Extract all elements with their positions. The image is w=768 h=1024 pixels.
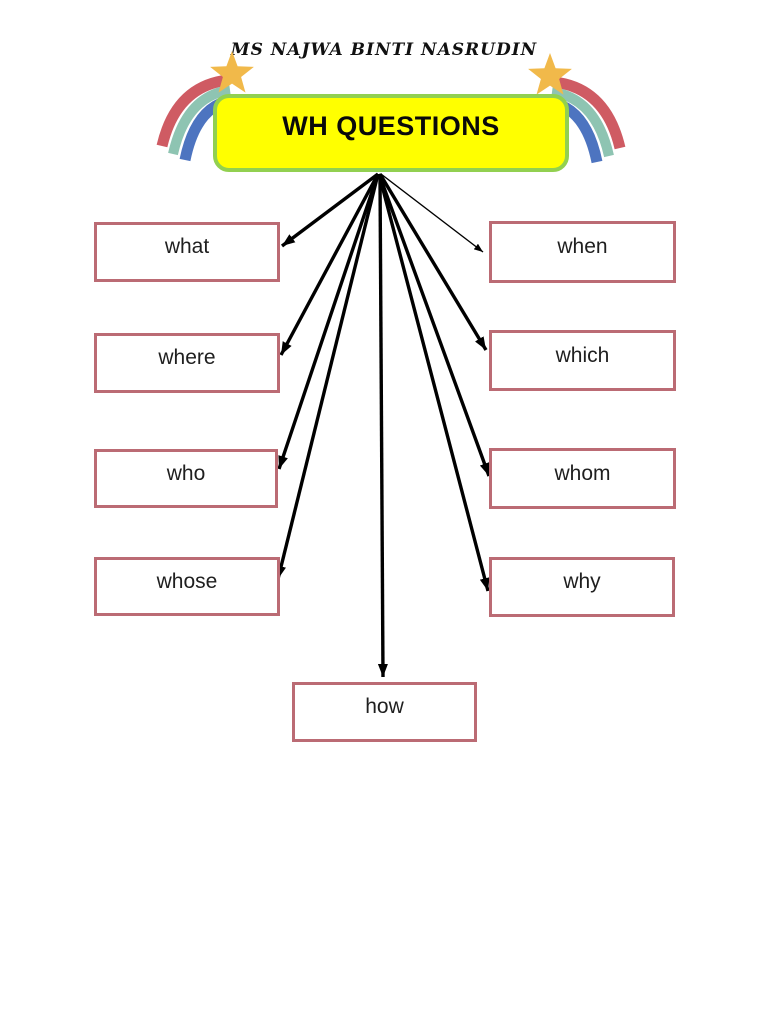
arrow-to-whom — [377, 173, 491, 477]
question-box-whom: whom — [489, 448, 676, 509]
star-shape — [210, 51, 254, 93]
arrow-to-why — [377, 173, 490, 592]
question-box-whose: whose — [94, 557, 280, 616]
question-label: whose — [156, 569, 218, 593]
star-shape — [528, 53, 572, 95]
question-label: what — [164, 235, 210, 258]
question-label: whom — [554, 461, 611, 485]
question-label: why — [563, 570, 601, 593]
arrow-to-what — [280, 172, 380, 248]
question-box-where: where — [94, 333, 280, 393]
question-label: which — [555, 343, 610, 367]
arrow-to-how — [377, 173, 388, 678]
arrow-to-which — [378, 173, 488, 351]
arrow-to-whose — [276, 173, 380, 580]
question-label: how — [365, 695, 404, 718]
question-label: where — [158, 346, 216, 369]
question-box-how: how — [292, 682, 477, 742]
question-box-what: what — [94, 222, 280, 282]
shooting-star-icon — [156, 51, 254, 162]
question-label: who — [166, 461, 206, 485]
arrow-to-when — [380, 173, 484, 253]
question-box-who: who — [94, 449, 278, 508]
question-label: when — [557, 235, 608, 258]
question-box-why: why — [489, 557, 675, 617]
title-box: WH QUESTIONS — [213, 94, 569, 172]
arrow-to-where — [279, 173, 380, 356]
author-name: MS NAJWA BINTI NASRUDIN — [230, 40, 538, 60]
arrow-to-who — [277, 173, 380, 470]
page-title: WH QUESTIONS — [282, 110, 500, 141]
question-box-which: which — [489, 330, 676, 391]
question-box-when: when — [489, 221, 676, 283]
